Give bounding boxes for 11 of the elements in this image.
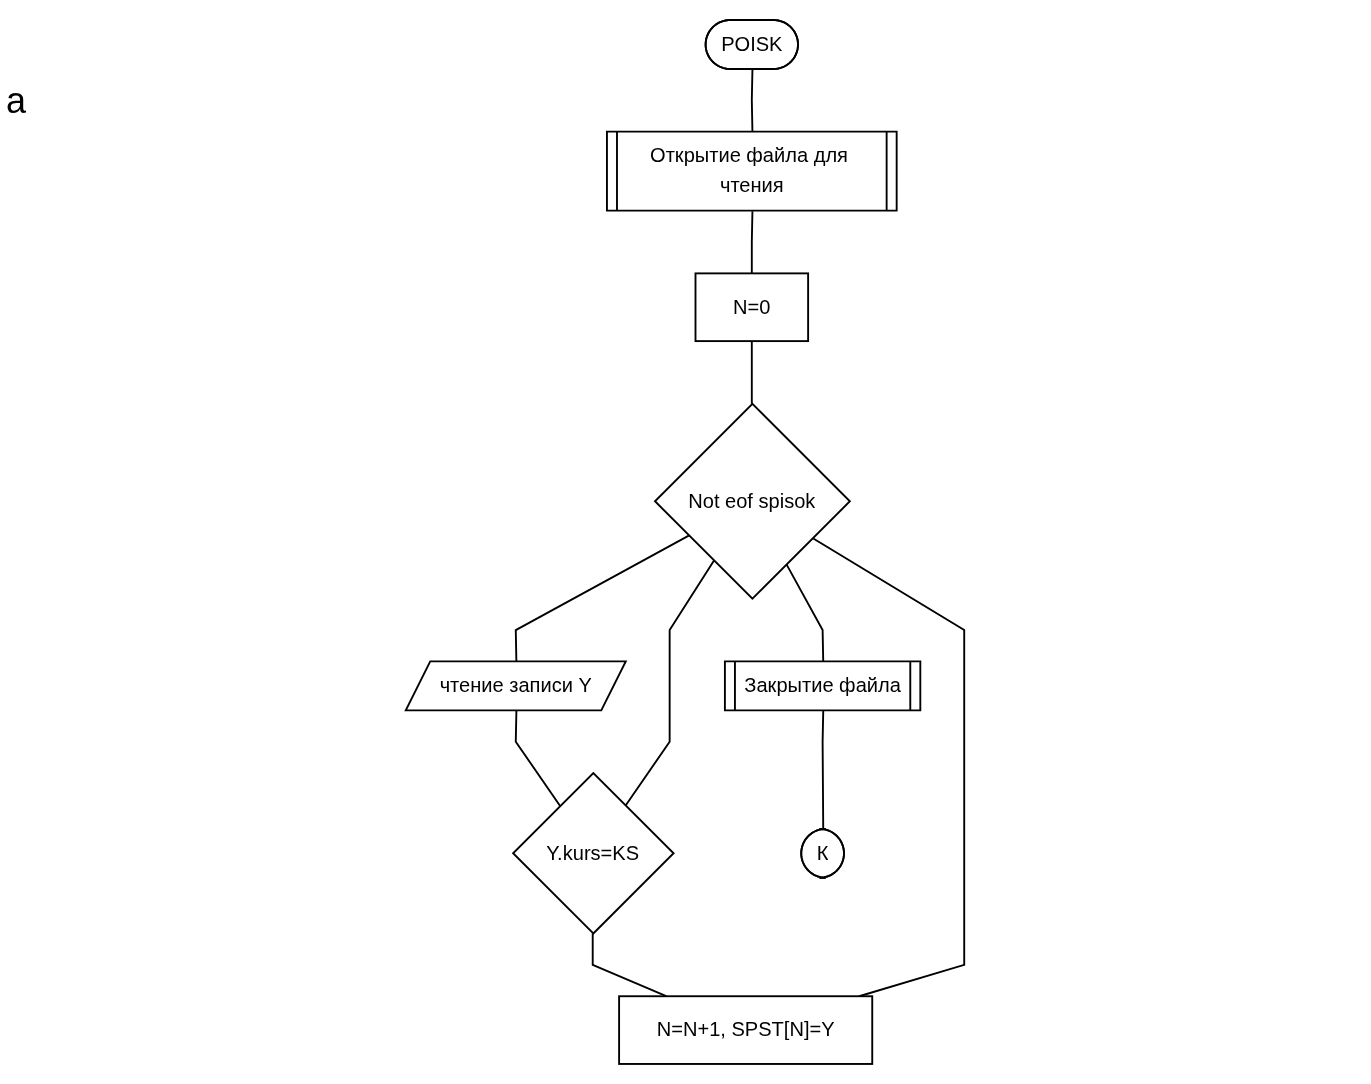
node-box: N=N+1, SPST[N]=Y [618,995,874,1065]
connector [514,710,561,807]
node-diamond: Y.kurs=KS [511,771,675,935]
connector [624,559,715,807]
panel-letter: a [6,80,27,122]
connector [591,932,668,998]
node-box: N=0 [694,272,810,343]
connector [750,340,753,405]
node-diamond: Not eof spisok [653,402,852,601]
connector [750,210,754,275]
connector [811,537,966,998]
